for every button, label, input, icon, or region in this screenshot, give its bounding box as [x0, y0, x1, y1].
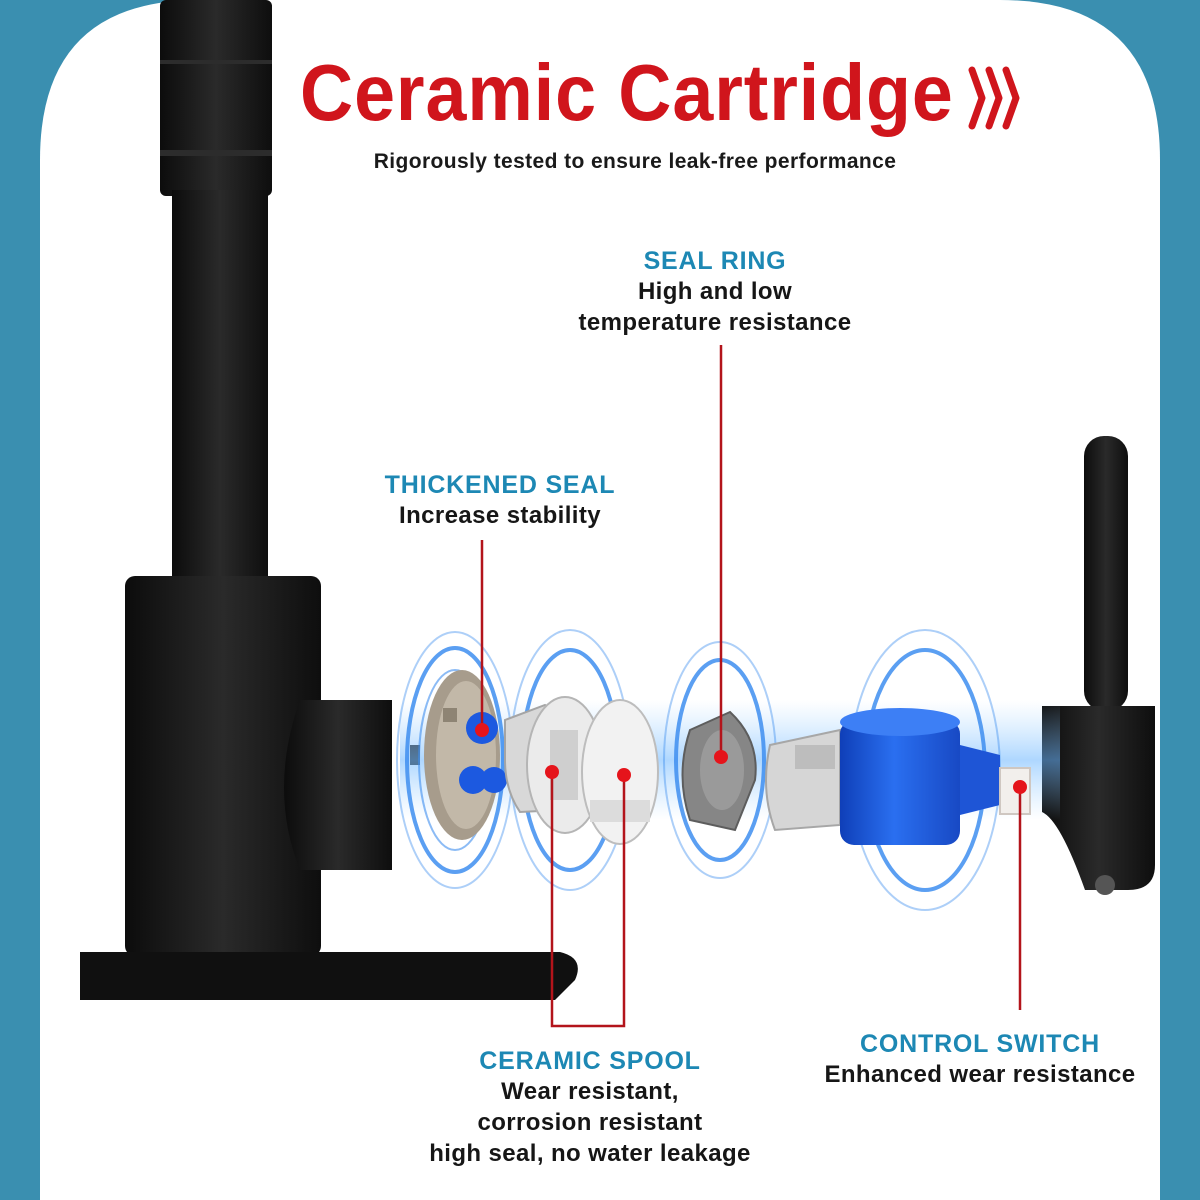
callout-heading: CONTROL SWITCH [860, 1030, 1100, 1058]
thickened-seal-callout: THICKENED SEAL Increase stability [350, 470, 650, 531]
callout-line: Enhanced wear resistance [824, 1061, 1136, 1088]
control-switch-callout: CONTROL SWITCH Enhanced wear resistance [790, 1029, 1170, 1090]
callout-line: High and low [637, 278, 793, 305]
callout-line: corrosion resistant [477, 1109, 703, 1136]
callout-heading: SEAL RING [643, 247, 787, 275]
ceramic-spool-callout: CERAMIC SPOOL Wear resistant, corrosion … [380, 1046, 800, 1169]
cartridge-part [765, 708, 1031, 845]
seal-ring-part [681, 710, 757, 832]
seal-ring-callout: SEAL RING High and low temperature resis… [540, 246, 890, 338]
page-subtitle: Rigorously tested to ensure leak-free pe… [373, 150, 897, 173]
faucet-body [80, 0, 578, 1000]
callout-heading: THICKENED SEAL [384, 471, 616, 499]
faucet-handle [1042, 436, 1155, 890]
callout-line: temperature resistance [578, 309, 852, 336]
triple-chevron-right-icon [968, 66, 1020, 130]
callout-heading: CERAMIC SPOOL [479, 1047, 701, 1075]
callout-line: Increase stability [399, 502, 601, 529]
page-title: Ceramic Cartridge [300, 48, 954, 137]
leader-dots [475, 723, 1027, 794]
callout-line: Wear resistant, [501, 1078, 679, 1105]
leader-lines [480, 345, 1022, 1028]
callout-line: high seal, no water leakage [429, 1140, 751, 1167]
